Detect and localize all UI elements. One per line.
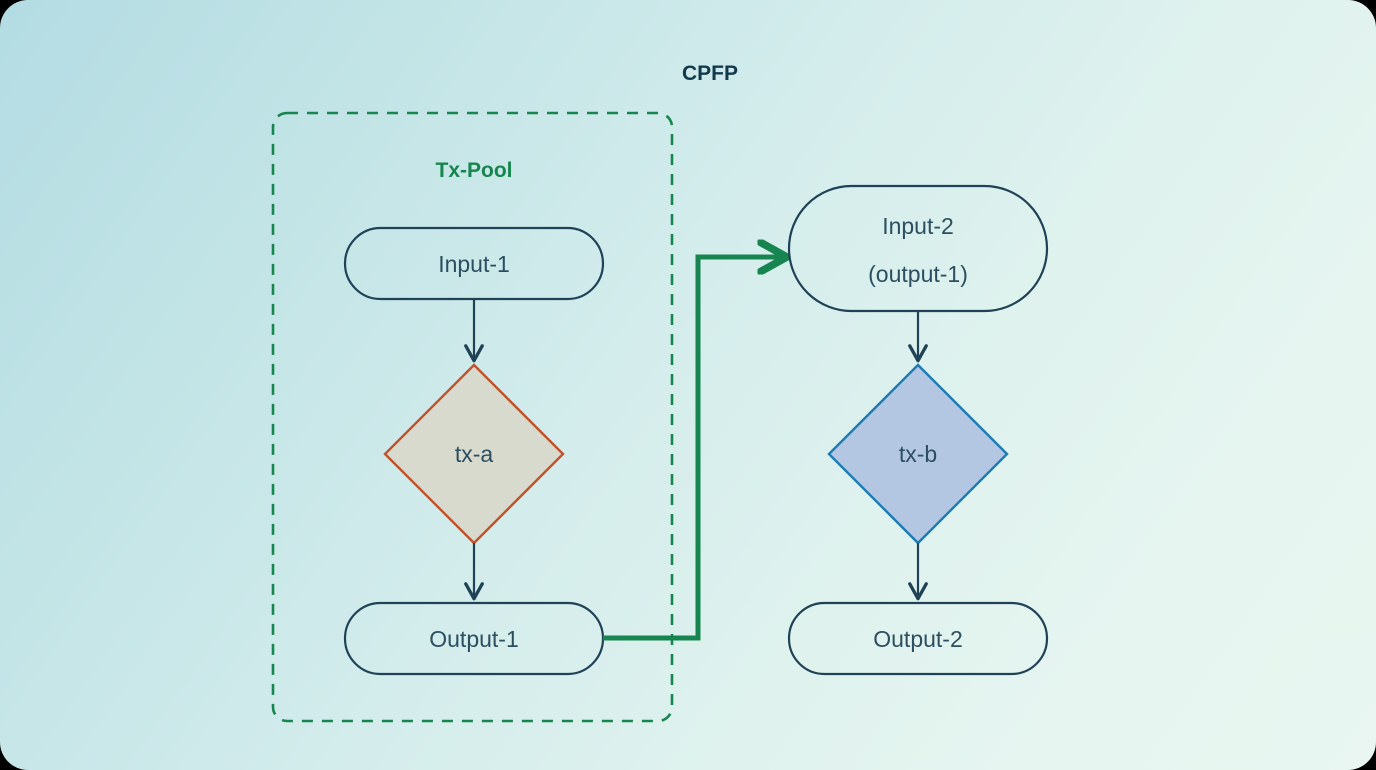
node-input-2-label-line1: Input-2 [882,213,954,239]
diagram-title: CPFP [682,62,738,85]
tx-pool-label: Tx-Pool [436,159,513,182]
tx-pool-group-box [271,111,674,723]
node-input-2-label-line2: (output-1) [868,261,968,287]
node-output-1-label: Output-1 [429,626,519,652]
node-output-2-label: Output-2 [873,626,963,652]
node-tx-a-label: tx-a [455,441,494,467]
node-output-2[interactable] [787,601,1049,676]
edge-output1-to-input2-cpfp [603,257,781,641]
node-tx-b-label: tx-b [899,441,937,467]
node-input-1-label: Input-1 [438,251,510,277]
node-input-2[interactable] [787,184,1049,313]
